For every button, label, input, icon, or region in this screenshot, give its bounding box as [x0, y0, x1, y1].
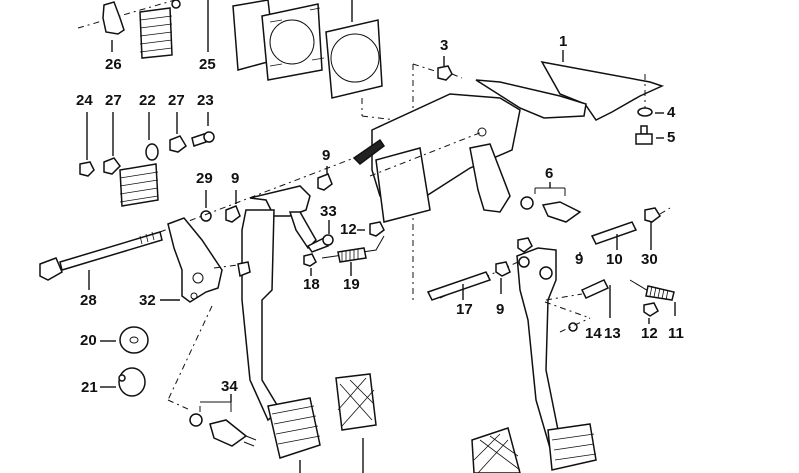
- callout-9-bottom: 9: [496, 301, 505, 318]
- callout-4: 4: [667, 104, 676, 121]
- part-nut-12-left: [357, 221, 385, 237]
- part-pedal-left: [241, 185, 377, 473]
- callout-3: 3: [440, 37, 449, 54]
- part-washer-29: [200, 190, 212, 222]
- callout-24: 24: [76, 92, 93, 109]
- part-switch-6: [520, 182, 582, 223]
- callout-19: 19: [343, 276, 360, 293]
- callout-9-left: 9: [231, 170, 240, 187]
- callout-13: 13: [604, 325, 621, 342]
- part-cap-21: [100, 367, 146, 397]
- callout-9-top: 9: [322, 147, 331, 164]
- part-gasket-plates: [232, 0, 397, 121]
- callout-20: 20: [80, 332, 97, 349]
- part-bolt-5: [635, 125, 664, 145]
- part-spring-top: [139, 0, 181, 59]
- part-bushing-9-right: [495, 237, 581, 294]
- part-nut-12-right: [643, 302, 659, 324]
- part-nut-18: [303, 253, 317, 276]
- part-pedal-right: [439, 247, 597, 473]
- callout-17: 17: [456, 301, 473, 318]
- callout-30: 30: [641, 251, 658, 268]
- callout-25: 25: [199, 56, 216, 73]
- callout-27-right: 27: [168, 92, 185, 109]
- callout-10: 10: [606, 251, 623, 268]
- callout-28: 28: [80, 292, 97, 309]
- callout-1: 1: [559, 33, 568, 50]
- callout-21: 21: [81, 379, 98, 396]
- part-rod-17: [426, 271, 492, 301]
- part-bolt-23: [191, 112, 215, 147]
- part-spring-11: [629, 279, 676, 316]
- part-bushing-9-left: [159, 157, 355, 233]
- callout-27-left: 27: [105, 92, 122, 109]
- callout-22: 22: [139, 92, 156, 109]
- callout-12-right: 12: [641, 325, 658, 342]
- part-bolt-33: [306, 220, 334, 253]
- part-nut-24: [79, 112, 95, 177]
- callout-9-right: 9: [575, 251, 584, 268]
- callout-32: 32: [139, 292, 156, 309]
- part-washer-4: [637, 74, 664, 117]
- part-clip-26: [77, 0, 176, 52]
- callout-14: 14: [585, 325, 602, 342]
- callout-11: 11: [668, 325, 684, 342]
- part-spring-22: [119, 112, 159, 207]
- callout-33: 33: [320, 203, 337, 220]
- part-bracket-1: [352, 50, 665, 223]
- part-rod-10: [590, 207, 671, 250]
- callout-5: 5: [667, 129, 676, 146]
- callout-6: 6: [545, 165, 554, 182]
- part-pin-13: [545, 279, 611, 318]
- part-bushing-27a: [103, 112, 121, 175]
- callout-18: 18: [303, 276, 320, 293]
- callout-26: 26: [105, 56, 122, 73]
- part-switch-34: [189, 394, 257, 447]
- callout-34: 34: [221, 378, 238, 395]
- part-clip-14: [544, 301, 591, 333]
- callout-29: 29: [196, 170, 213, 187]
- part-spring-19: [321, 235, 385, 276]
- part-washer-20: [100, 326, 149, 354]
- part-bracket-32: [160, 217, 251, 411]
- callout-23: 23: [197, 92, 214, 109]
- part-bolt-28: [39, 231, 163, 290]
- part-bushing-27b: [169, 112, 187, 153]
- callout-12-left: 12: [340, 221, 357, 238]
